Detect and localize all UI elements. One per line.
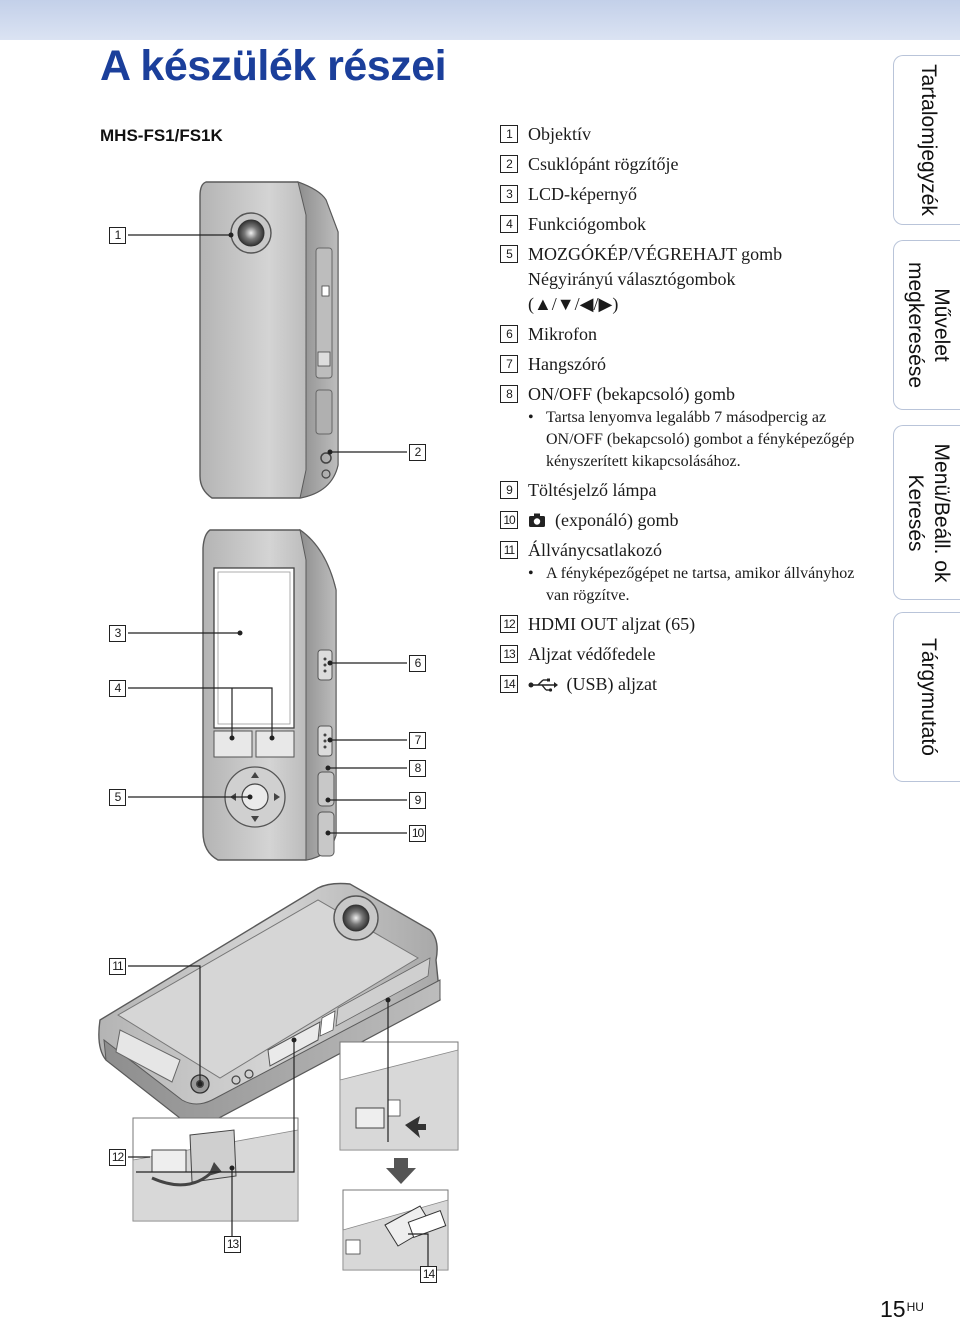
part-number: 2 — [500, 155, 518, 173]
list-item: 9 Töltésjelző lámpa — [500, 478, 880, 503]
part-label: (USB) aljzat — [566, 674, 657, 694]
device-bottom-view — [98, 882, 441, 1125]
tab-tartalomjegyzek[interactable]: Tartalomjegyzék — [893, 55, 960, 225]
part-label: Töltésjelző lámpa — [528, 480, 657, 500]
callout-1: 1 — [109, 227, 126, 244]
strap-hook-icon — [320, 452, 332, 464]
camera-icon — [529, 513, 545, 527]
part-number: 14 — [500, 675, 518, 693]
tab-menu-beall-kereses[interactable]: Menü/Beáll. ok Keresés — [893, 425, 960, 600]
arrow-down-icon — [386, 1158, 416, 1184]
part-label: Csuklópánt rögzítője — [528, 154, 679, 174]
list-item: 2 Csuklópánt rögzítője — [500, 152, 880, 177]
part-number: 8 — [500, 385, 518, 403]
usb-icon — [528, 678, 558, 692]
list-item: 11 Állványcsatlakozó A fényképezőgépet n… — [500, 538, 880, 607]
list-item: 1 Objektív — [500, 122, 880, 147]
callout-7: 7 — [409, 732, 426, 749]
list-item: 14 (USB) aljzat — [500, 672, 880, 697]
callout-6: 6 — [409, 655, 426, 672]
list-item: 12 HDMI OUT aljzat (65) — [500, 612, 880, 637]
part-label: Hangszóró — [528, 354, 606, 374]
callout-8: 8 — [409, 760, 426, 777]
callout-3: 3 — [109, 625, 126, 642]
detail-hdmi-cover — [132, 1117, 299, 1222]
part-number: 10 — [500, 511, 518, 529]
arrow-left-icon — [405, 1116, 426, 1138]
callout-10: 10 — [409, 825, 426, 842]
list-item: 10 (exponáló) gomb — [500, 508, 880, 533]
part-label: HDMI OUT aljzat (65) — [528, 614, 696, 634]
part-label: MOZGÓKÉP/VÉGREHAJT gomb — [528, 244, 783, 264]
tab-muvelet-megkeresese[interactable]: Művelet megkeresése — [893, 240, 960, 410]
model-name: MHS-FS1/FS1K — [100, 126, 223, 145]
part-label-line2: Négyirányú választógombok — [528, 269, 736, 289]
list-item: 5 MOZGÓKÉP/VÉGREHAJT gomb Négyirányú vál… — [500, 242, 880, 317]
callout-4: 4 — [109, 680, 126, 697]
page-number: 15HU — [880, 1296, 924, 1323]
list-item: 6 Mikrofon — [500, 322, 880, 347]
callout-2: 2 — [409, 444, 426, 461]
callout-9: 9 — [409, 792, 426, 809]
part-note: Tartsa lenyomva legalább 7 másodpercig a… — [528, 407, 880, 473]
part-label: (exponáló) gomb — [555, 510, 679, 530]
part-number: 12 — [500, 615, 518, 633]
device-back-view — [199, 181, 339, 499]
part-number: 9 — [500, 481, 518, 499]
detail-usb — [339, 1041, 459, 1271]
part-label-line3: (▲/▼/◀/▶) — [528, 294, 619, 314]
part-number: 11 — [500, 541, 518, 559]
part-number: 6 — [500, 325, 518, 343]
part-number: 7 — [500, 355, 518, 373]
page-title: A készülék részei — [100, 42, 447, 90]
list-item: 4 Funkciógombok — [500, 212, 880, 237]
callout-11: 11 — [109, 958, 126, 975]
part-note: A fényképezőgépet ne tartsa, amikor állv… — [528, 563, 880, 607]
part-number: 1 — [500, 125, 518, 143]
callout-5: 5 — [109, 789, 126, 806]
list-item: 3 LCD-képernyő — [500, 182, 880, 207]
part-label: ON/OFF (bekapcsoló) gomb — [528, 384, 735, 404]
lcd-screen — [213, 567, 295, 729]
on-off-button — [317, 771, 335, 807]
lens-icon — [237, 219, 265, 247]
callout-14: 14 — [420, 1266, 437, 1283]
part-label: Aljzat védőfedele — [528, 644, 656, 664]
list-item: 8 ON/OFF (bekapcsoló) gomb Tartsa lenyom… — [500, 382, 880, 473]
function-button-right — [255, 730, 295, 758]
page-language-code: HU — [906, 1300, 924, 1314]
part-number: 5 — [500, 245, 518, 263]
part-label: Mikrofon — [528, 324, 597, 344]
part-label: LCD-képernyő — [528, 184, 637, 204]
device-front-view — [202, 528, 337, 861]
list-item: 7 Hangszóró — [500, 352, 880, 377]
leader-lines — [128, 234, 429, 1270]
part-number: 3 — [500, 185, 518, 203]
page-number-value: 15 — [880, 1296, 906, 1322]
leader-dots — [197, 232, 391, 1171]
part-number: 4 — [500, 215, 518, 233]
part-label: Állványcsatlakozó — [528, 540, 662, 560]
list-item: 13 Aljzat védőfedele — [500, 642, 880, 667]
parts-list: 1 Objektív 2 Csuklópánt rögzítője 3 LCD-kép… — [500, 122, 880, 702]
part-label: Funkciógombok — [528, 214, 647, 234]
function-button-left — [213, 730, 253, 758]
part-label: Objektív — [528, 124, 591, 144]
tab-targymutato[interactable]: Tárgymutató — [893, 612, 960, 782]
part-number: 13 — [500, 645, 518, 663]
top-color-bar — [0, 0, 960, 40]
callout-13: 13 — [224, 1236, 241, 1253]
callout-12: 12 — [109, 1149, 126, 1166]
